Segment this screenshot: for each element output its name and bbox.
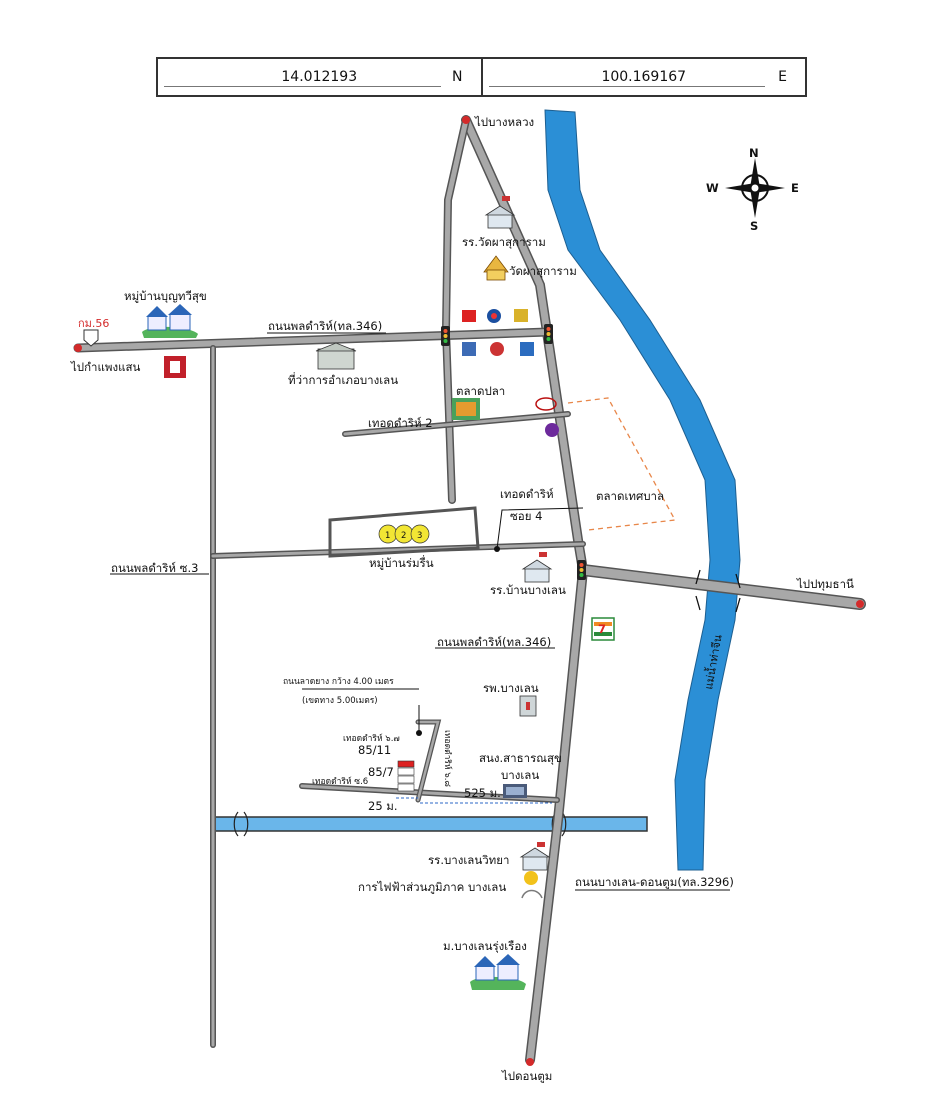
label-road-phon-main: ถนนพลดำริห์(ทล.346): [268, 319, 382, 333]
route-markers: [74, 116, 864, 1066]
latitude-value: 14.012193: [281, 69, 358, 85]
health-office-icon: [503, 784, 527, 798]
label-school-ban-bang-len: รร.บ้านบางเลน: [490, 583, 566, 597]
label-thet-2: เทอดดำริห์ 2: [368, 416, 433, 430]
compass-s: S: [750, 219, 758, 233]
hospital-icon: [519, 695, 537, 717]
school-icon: [484, 196, 516, 229]
label-thet-soi4-a: เทอดดำริห์: [500, 487, 554, 501]
seven-eleven-label: 7: [598, 622, 606, 636]
label-district-office: ที่ว่าการอำเภอบางเลน: [288, 372, 398, 387]
compass-icon: [725, 158, 785, 218]
label-village-rung-rueang: ม.บางเลนรุ่งเรือง: [443, 939, 527, 953]
label-to-kamphaeng-saen: ไปกำแพงแสน: [70, 360, 141, 374]
school-icon: [519, 842, 551, 871]
coordinate-box: 14.012193 N 100.169167 E: [156, 57, 807, 97]
label-school-wat-pha: รร.วัดผาสุการาม: [462, 235, 546, 249]
leader-lines: [110, 332, 730, 891]
label-village-bun-thawi: หมู่บ้านบุญทวีสุข: [124, 289, 207, 303]
longitude-cell: 100.169167 E: [480, 59, 806, 95]
label-house-85-7: 85/7: [368, 765, 394, 779]
district-office-icon: [315, 342, 357, 370]
distance-arrows: [396, 797, 552, 804]
label-house-85-11: 85/11: [358, 743, 391, 757]
village-rom-ruen-outline: [328, 506, 480, 558]
compass-e: E: [791, 181, 799, 195]
fish-market-icon: [452, 398, 480, 420]
route-sign-icon: [83, 329, 99, 347]
label-village-rom-ruen: หมู่บ้านร่มรื่น: [369, 555, 434, 570]
seven-eleven-icon: [591, 617, 615, 641]
school-icon: [521, 552, 553, 583]
village-icon: [470, 954, 526, 990]
label-pea-office: การไฟฟ้าส่วนภูมิภาค บางเลน: [358, 880, 506, 894]
label-health-office-a: สนง.สาธารณสุข: [479, 751, 562, 765]
label-thet-6-8: เทอดดำริห์ ๖.๘: [442, 730, 453, 787]
label-route-56: กม.56: [78, 317, 109, 330]
temple-icon: [483, 255, 509, 281]
rom-ruen-pools: [378, 524, 430, 544]
municipal-market-outline: [567, 397, 677, 531]
label-thet-6: เทอดดำริห์ ซ.6: [312, 776, 368, 787]
compass-n: N: [749, 146, 759, 160]
pea-office-icon: [521, 871, 543, 899]
label-temple-wat-pha: วัดผาสุการาม: [509, 264, 577, 278]
roads: [73, 115, 866, 1065]
label-thet-6-7: เทอดดำริห์ ๖.๗: [343, 733, 400, 744]
label-road-phon-lower: ถนนพลดำริห์(ทล.346): [437, 635, 551, 649]
village-icon: [142, 304, 198, 338]
label-thet-soi4-b: ซอย 4: [510, 509, 542, 523]
river: [544, 109, 741, 871]
label-fish-market: ตลาดปลา: [456, 384, 505, 398]
label-right-of-way: (เขตทาง 5.00เมตร): [302, 696, 378, 706]
label-road-bang-len-don-tum: ถนนบางเลน-ดอนตูม(ทล.3296): [575, 875, 734, 889]
compass-w: W: [706, 181, 719, 195]
label-school-bang-len-wittaya: รร.บางเลนวิทยา: [428, 853, 509, 867]
canal: [214, 816, 648, 832]
label-municipal-market: ตลาดเทศบาล: [596, 489, 664, 503]
longitude-direction: E: [778, 69, 787, 85]
label-health-office-b: บางเลน: [501, 768, 539, 782]
longitude-value: 100.169167: [601, 69, 687, 85]
pool-2-label: 2: [401, 531, 406, 541]
label-hospital: รพ.บางเลน: [483, 681, 539, 695]
pool-3-label: 3: [417, 531, 422, 541]
latitude-cell: 14.012193 N: [158, 59, 481, 95]
label-dist-525: 525 ม.: [464, 786, 501, 800]
label-to-pathum-thani: ไปปทุมธานี: [796, 577, 854, 591]
label-to-don-tum: ไปดอนตูม: [501, 1069, 552, 1083]
label-asphalt-road: ถนนลาดยาง กว้าง 4.00 เมตร: [283, 676, 394, 687]
shop-logos: [164, 309, 559, 437]
label-dist-25: 25 ม.: [368, 799, 398, 813]
label-road-soi-3: ถนนพลดำริห์ ซ.3: [111, 561, 198, 575]
latitude-direction: N: [452, 69, 463, 85]
label-to-bang-luang: ไปบางหลวง: [474, 115, 534, 129]
traffic-light-icon: [441, 324, 586, 580]
pool-1-label: 1: [385, 531, 390, 541]
